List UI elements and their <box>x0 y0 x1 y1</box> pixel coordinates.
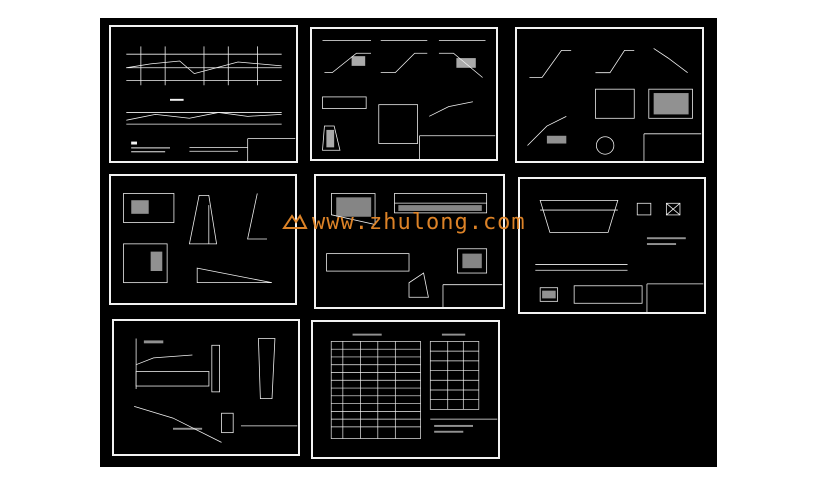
sheet-7-linework <box>134 338 298 443</box>
drawing-sheet-6[interactable] <box>518 177 706 314</box>
watermark: www.zhulong.com <box>282 210 526 235</box>
sheet-2-linework <box>322 40 496 159</box>
drawing-canvas[interactable] <box>100 18 717 467</box>
watermark-text: www.zhulong.com <box>312 210 526 235</box>
drawing-sheet-7[interactable] <box>112 319 300 456</box>
drawing-sheet-5[interactable] <box>314 174 505 309</box>
drawing-sheet-2[interactable] <box>310 27 498 161</box>
sheet-5-linework <box>326 193 503 307</box>
zhulong-logo-icon <box>282 214 308 229</box>
drawing-sheet-8[interactable] <box>311 320 500 459</box>
sheet-4-linework <box>123 193 272 284</box>
sheet-3-linework <box>527 48 702 161</box>
sheet-8-linework <box>330 333 498 439</box>
drawing-sheet-3[interactable] <box>515 27 704 163</box>
sheet-1-linework <box>126 46 296 161</box>
drawing-sheet-1[interactable] <box>109 25 298 163</box>
sheet-6-linework <box>535 199 704 312</box>
drawing-sheet-4[interactable] <box>109 174 297 305</box>
